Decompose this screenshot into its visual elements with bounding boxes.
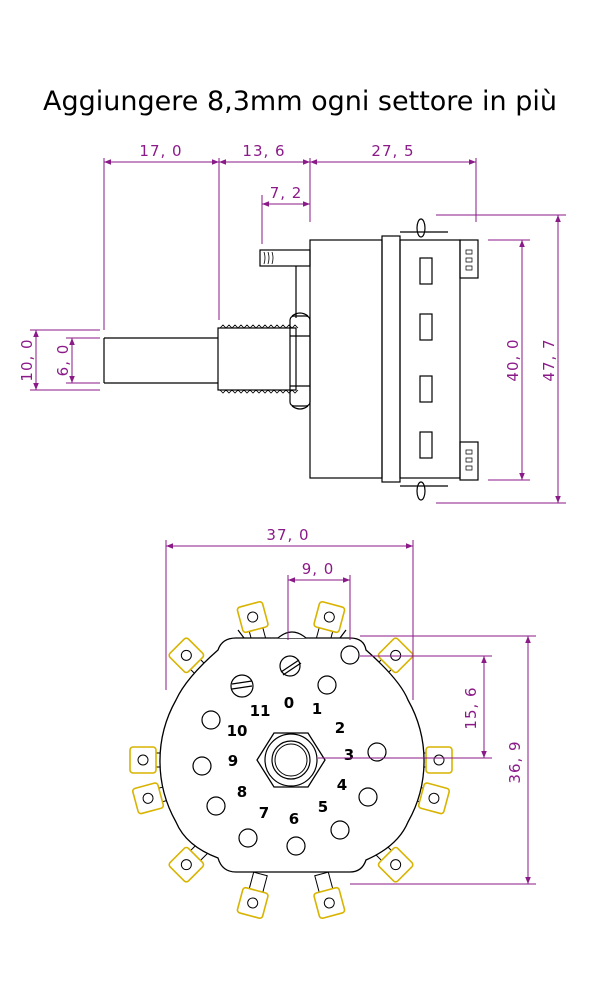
dim-shaft-length: 17, 0 bbox=[139, 142, 182, 160]
dim-shaft-diameter: 6, 0 bbox=[54, 344, 72, 377]
dim-bushing-length: 13, 6 bbox=[242, 142, 285, 160]
contact-hole bbox=[238, 828, 258, 848]
front-view-dimension-labels: 37, 0 9, 0 15, 6 36, 9 bbox=[266, 526, 524, 784]
dim-front-height: 36, 9 bbox=[506, 740, 524, 783]
contact-hole bbox=[206, 796, 226, 816]
position-number-1: 1 bbox=[312, 700, 322, 718]
position-number-3: 3 bbox=[344, 746, 354, 764]
position-number-8: 8 bbox=[237, 783, 247, 801]
contact-hole bbox=[330, 820, 350, 840]
solder-lugs bbox=[129, 600, 453, 920]
tie-rod-top bbox=[400, 218, 448, 238]
contact-holes bbox=[192, 645, 387, 856]
switch-deck bbox=[399, 239, 479, 481]
dim-front-width: 37, 0 bbox=[266, 526, 309, 544]
position-number-6: 6 bbox=[289, 810, 299, 828]
dim-overall-height: 47, 7 bbox=[540, 338, 558, 381]
front-view-dimensions bbox=[165, 540, 536, 885]
contact-hole bbox=[192, 756, 212, 776]
dim-flat-length: 7, 2 bbox=[270, 184, 303, 202]
contact-hole bbox=[317, 675, 337, 695]
contact-hole bbox=[367, 742, 387, 762]
dim-deck-inner: 40, 0 bbox=[504, 338, 522, 381]
solder-lug bbox=[236, 871, 269, 920]
side-view bbox=[103, 218, 479, 501]
front-hex-nut bbox=[256, 732, 326, 788]
tie-rod-bottom bbox=[400, 481, 448, 501]
contact-hole bbox=[358, 787, 378, 807]
solder-lug bbox=[313, 871, 346, 920]
position-number-0: 0 bbox=[284, 694, 294, 712]
threaded-bushing bbox=[217, 324, 299, 394]
switch-body bbox=[309, 239, 383, 479]
position-number-10: 10 bbox=[227, 722, 248, 740]
screw-left bbox=[230, 674, 254, 698]
contact-hole bbox=[340, 645, 360, 665]
dim-bushing-diameter: 10, 0 bbox=[18, 338, 36, 381]
shaft bbox=[103, 337, 218, 384]
position-number-4: 4 bbox=[337, 776, 347, 794]
dim-body-length: 27, 5 bbox=[371, 142, 414, 160]
side-view-dimensions bbox=[30, 158, 566, 504]
dim-pin-pitch: 9, 0 bbox=[302, 560, 335, 578]
contact-hole bbox=[201, 710, 221, 730]
stop-pin bbox=[259, 249, 311, 267]
dim-center-offset: 15, 6 bbox=[462, 686, 480, 729]
position-number-5: 5 bbox=[318, 798, 328, 816]
contact-hole bbox=[286, 836, 306, 856]
side-view-dimension-labels: 17, 0 13, 6 27, 5 7, 2 10, 0 6, 0 40, 0 … bbox=[18, 142, 558, 382]
mounting-plate bbox=[381, 235, 401, 483]
position-number-11: 11 bbox=[250, 702, 271, 720]
screw-top bbox=[279, 655, 302, 677]
position-number-7: 7 bbox=[259, 804, 269, 822]
position-number-2: 2 bbox=[335, 719, 345, 737]
position-number-9: 9 bbox=[228, 752, 238, 770]
drawing-title: Aggiungere 8,3mm ogni settore in più bbox=[43, 86, 557, 117]
